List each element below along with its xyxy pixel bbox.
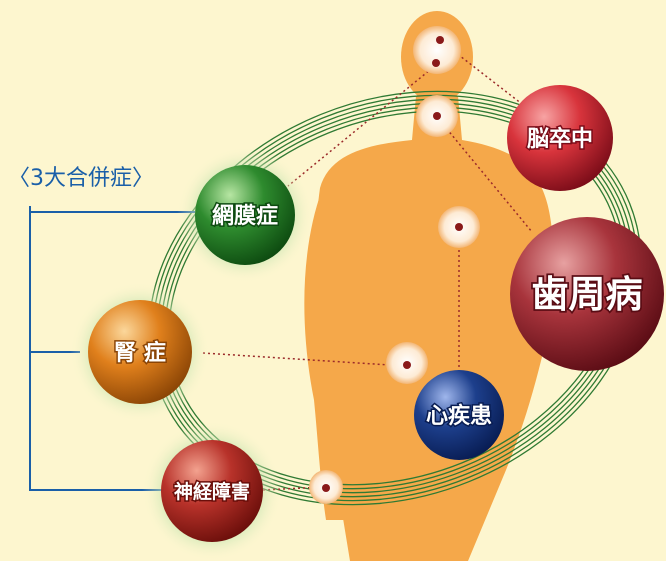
sphere-neuropathy: 神経障害	[161, 440, 263, 542]
body-silhouette	[304, 11, 556, 561]
body-markers	[309, 26, 480, 504]
label-stroke: 脳卒中	[527, 126, 593, 152]
label-heart: 心疾患	[426, 403, 492, 429]
sphere-stroke: 脳卒中	[507, 85, 613, 191]
marker-brain-dot-2	[432, 59, 440, 67]
marker-brain	[413, 26, 461, 74]
label-neuropathy: 神経障害	[174, 480, 250, 503]
three-complications-label: 〈3大合併症〉	[8, 166, 154, 191]
label-periodontal: 歯周病	[532, 273, 643, 316]
marker-kidney-dot	[403, 361, 411, 369]
sphere-nephropathy: 腎 症	[88, 300, 192, 404]
marker-mouth-dot	[433, 112, 441, 120]
left-arm	[304, 190, 346, 520]
marker-hand-dot	[322, 484, 330, 492]
torso	[314, 96, 556, 561]
label-nephropathy: 腎 症	[114, 340, 166, 366]
sphere-retinopathy: 網膜症	[195, 165, 295, 265]
label-retinopathy: 網膜症	[212, 203, 278, 229]
marker-heart-dot	[455, 223, 463, 231]
marker-brain-dot	[436, 36, 444, 44]
sphere-periodontal: 歯周病	[510, 217, 664, 371]
sphere-heart: 心疾患	[414, 370, 504, 460]
